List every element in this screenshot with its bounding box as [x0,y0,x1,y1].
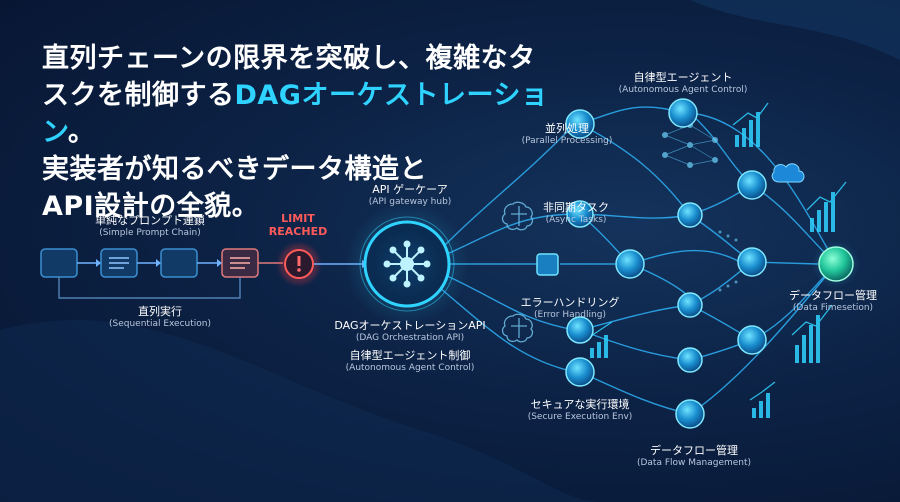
headline-line-1: 直列チェーンの限界を突破し、複雑なタ [42,43,536,74]
agent-node [668,98,698,128]
agent-control-bottom-label: 自律型エージェント制御(Autonomous Agent Control) [345,349,475,373]
bar-chart-icon [749,381,776,418]
dag-nodes [565,98,860,429]
bar-chart-icon [732,102,769,147]
headline-line-2: スクを制御するDAGオーケストレーション。 [42,80,549,148]
async-task-node [536,253,559,276]
dataflow-bottom-node [675,399,705,429]
headline-line-3: 実装者が知るべきデータ構造と [42,154,427,185]
bar-chart-icon [791,304,833,363]
headline-highlight: DAGオーケストレーション [42,80,549,148]
neural-net-icon [662,122,718,168]
limit-warning-icon [279,244,319,284]
error-handling-label: エラーハンドリング(Error Handling) [520,296,620,320]
error-node [566,316,594,344]
secure-node [565,357,595,387]
headline: 直列チェーンの限界を突破し、複雑なタ スクを制御するDAGオーケストレーション。… [42,40,562,225]
center-node [615,249,645,279]
bar-chart-icon [806,181,847,232]
parallel-label: 並列処理(Parallel Processing) [521,122,613,146]
headline-line-4: API設計の全貌。 [42,191,260,222]
parallel-node [565,109,595,139]
api-gateway-label: API ゲーケーア(API gateway hub) [368,183,452,207]
dataflow-end-node [818,246,854,282]
secure-env-label: セキュアな実行環境(Secure Execution Env) [527,398,633,422]
api-gateway-hub [345,202,469,326]
agent-control-top-label: 自律型エージェント(Autonomous Agent Control) [618,71,748,95]
dataflow-right-label: データフロー管理(Data Fimesetion) [789,289,877,313]
async-label: 非同期タスク(Async Tasks) [543,201,609,225]
dataflow-bottom-label: データフロー管理(Data Flow Management) [636,444,752,468]
async-node [566,200,594,228]
background-wave-top [690,0,900,60]
brain-icon [501,313,534,343]
cloud-icon [771,163,805,183]
background-wave [0,320,600,502]
simple-prompt-chain [40,248,283,299]
simple-chain-label: 単純なプロンプト連鎖(Simple Prompt Chain) [95,214,205,238]
sequential-label: 直列実行(Sequential Execution) [108,305,212,329]
dag-api-label: DAGオーケストレーションAPI(DAG Orchestration API) [334,319,486,343]
brain-icon [501,201,534,231]
